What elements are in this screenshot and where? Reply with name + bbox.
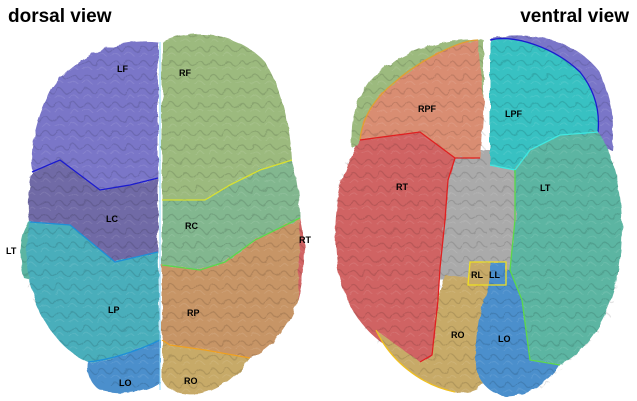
label-RO-ventral: RO [451, 330, 465, 340]
label-LT-ventral: LT [540, 183, 551, 193]
label-RF: RF [179, 68, 191, 78]
label-RPF: RPF [418, 104, 437, 114]
label-RP: RP [187, 308, 200, 318]
label-LO: LO [119, 378, 132, 388]
label-RL: RL [471, 270, 483, 280]
label-RC: RC [185, 221, 198, 231]
label-LF: LF [117, 64, 128, 74]
label-LC: LC [106, 214, 118, 224]
label-RT-ventral: RT [396, 182, 408, 192]
ventral-gyri-texture [335, 35, 620, 395]
label-LPF: LPF [505, 109, 523, 119]
label-LL: LL [489, 270, 500, 280]
label-RT-dorsal: RT [299, 235, 311, 245]
label-LP: LP [108, 305, 120, 315]
label-RO: RO [184, 376, 198, 386]
label-LT-dorsal: LT [6, 246, 17, 256]
label-LO-ventral: LO [498, 334, 511, 344]
